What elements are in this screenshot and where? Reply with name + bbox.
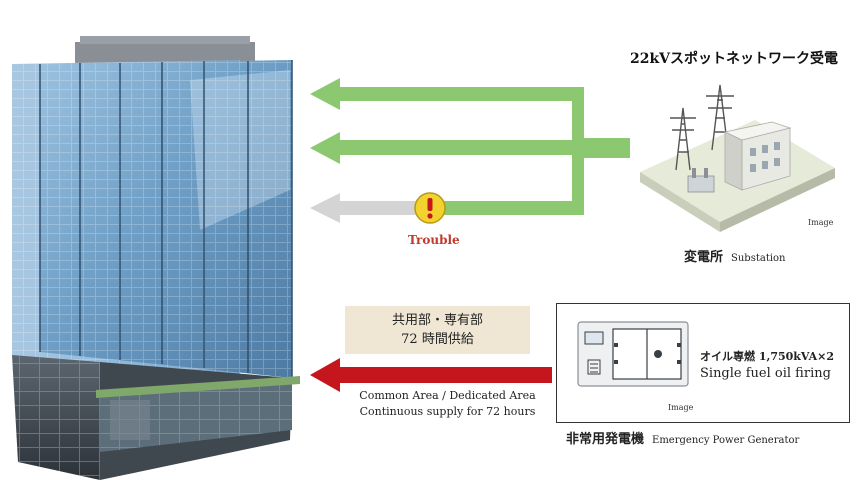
supply-box: 共用部・専有部 72 時間供給	[345, 306, 530, 354]
area-description: Common Area / Dedicated Area Continuous …	[345, 388, 550, 420]
substation-caption: 変電所 Substation	[684, 246, 786, 265]
area-line-1: Common Area / Dedicated Area	[359, 389, 536, 402]
generator-illustration	[577, 321, 689, 387]
generator-spec: オイル専燃 1,750kVA×2	[700, 350, 834, 363]
substation-illustration	[640, 84, 835, 232]
image-note-generator: Image	[668, 403, 694, 412]
generator-feed-arrow	[310, 358, 552, 392]
power-feed-arrows	[310, 78, 630, 215]
image-note-substation: Image	[808, 218, 834, 227]
generator-caption: 非常用発電機 Emergency Power Generator	[566, 428, 799, 447]
supply-line-2: 72 時間供給	[401, 332, 474, 347]
building-illustration	[12, 36, 300, 480]
exclamation-icon	[414, 192, 446, 224]
substation-label-en: Substation	[731, 253, 786, 264]
supply-line-1: 共用部・専有部	[391, 313, 483, 328]
substation-label-ja: 変電所	[684, 250, 724, 265]
generator-fuel: Single fuel oil firing	[700, 366, 831, 381]
interrupted-feed-arrow	[310, 193, 420, 223]
receiving-title: 22kVスポットネットワーク受電	[630, 51, 839, 67]
generator-label-en: Emergency Power Generator	[652, 435, 800, 446]
area-line-2: Continuous supply for 72 hours	[359, 405, 536, 418]
generator-label-ja: 非常用発電機	[566, 432, 645, 447]
trouble-label: Trouble	[408, 233, 460, 247]
